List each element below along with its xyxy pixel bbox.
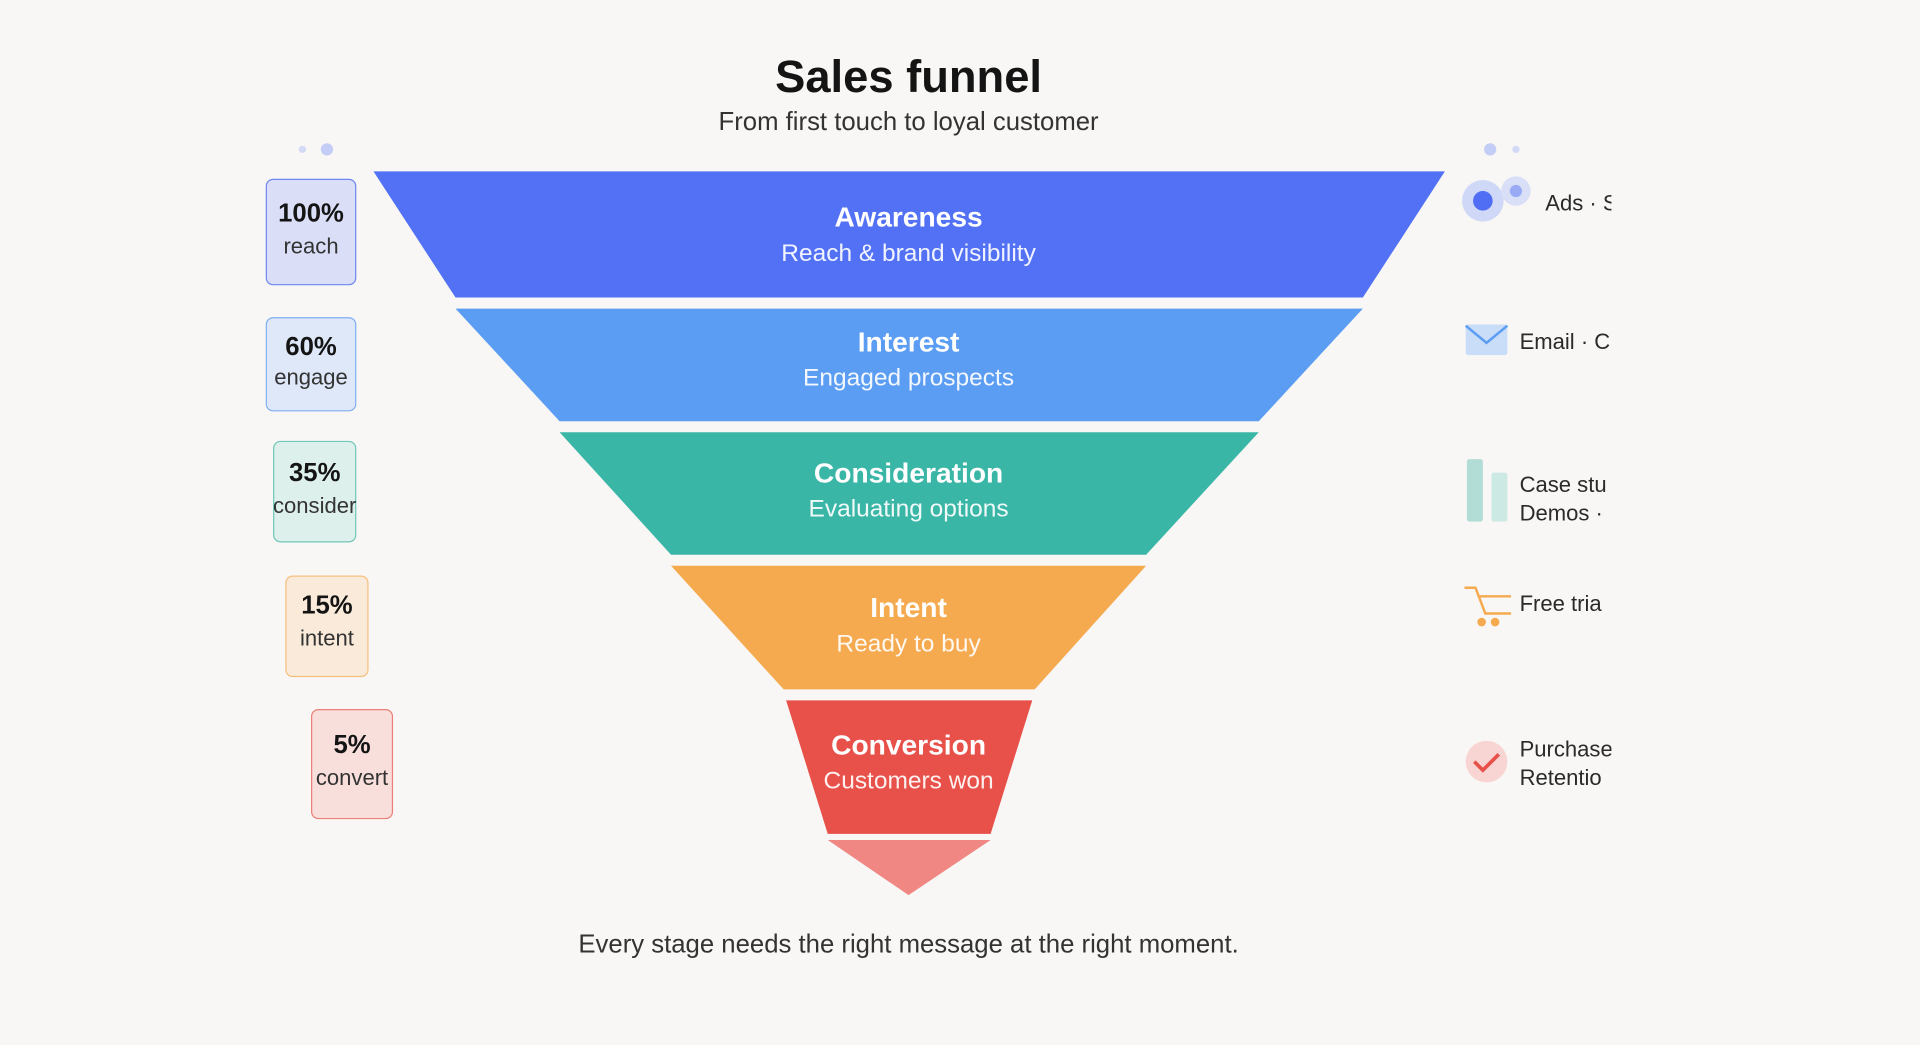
badge-percent: 15% [301,591,353,620]
funnel-band-awareness [373,171,1445,298]
badge-percent: 100% [278,199,344,228]
decorative-dot [320,143,334,156]
stage-name: Interest [857,325,960,358]
stage-name: Awareness [834,200,983,233]
badge-word: consider [273,493,357,518]
channel-text-interest: Email · C [1520,328,1612,356]
badge-engage: 60%engage [265,317,357,412]
channel-text-awareness: Ads · S [1545,190,1611,218]
badge-intent: 15% intent [285,575,369,678]
decorative-dot [1512,145,1520,154]
stage-name: Intent [870,591,947,624]
badge-word: convert [315,765,389,790]
stage-desc: Reach & brand visibility [781,240,1036,267]
badge-percent: 35% [288,459,341,488]
stage-desc: Engaged prospects [803,364,1015,392]
bar-chart-icon [1466,459,1508,522]
stage-name: Conversion [831,728,987,761]
footer-caption: Every stage needs the right message at t… [578,930,1239,959]
funnel-band-conversion [786,700,1033,834]
funnel-tip [827,840,991,896]
badge-consider: 35% consider [273,440,356,543]
decorative-dot [298,145,307,154]
channel-line: Purchase [1519,737,1612,762]
badge-reach: 100% reach [265,178,357,286]
stage-desc: Ready to buy [836,630,981,658]
channel-line: Case stu [1519,472,1607,498]
stage-desc: Evaluating options [808,495,1009,523]
badge-convert: 5% convert [311,708,394,820]
badge-word: intent [299,625,354,651]
badge-word: reach [283,233,339,259]
cart-icon [1464,586,1512,627]
decorative-dot [1484,143,1497,156]
envelope-icon [1464,324,1509,356]
stage-name: Consideration [813,456,1004,489]
page-subtitle: From first touch to loyal customer [718,107,1099,136]
channel-line: Ads · S [1545,191,1612,216]
stage-desc: Customers won [823,767,994,795]
badge-percent: 60% [285,333,337,362]
funnel-band-consideration [559,432,1259,555]
page-title: Sales funnel [775,51,1043,102]
channel-text-intent: Free tria [1520,590,1612,618]
funnel-band-intent [671,565,1147,690]
channel-line: Free tria [1519,591,1602,616]
funnel-band-interest [455,308,1363,422]
channel-line: Retentio [1519,765,1602,790]
target-icon [1462,176,1531,222]
channel-line: Email · C [1519,329,1611,354]
badge-word: engage [274,364,348,390]
channel-line: Demos · [1519,500,1603,526]
check-icon [1465,740,1508,783]
badge-percent: 5% [333,731,371,760]
